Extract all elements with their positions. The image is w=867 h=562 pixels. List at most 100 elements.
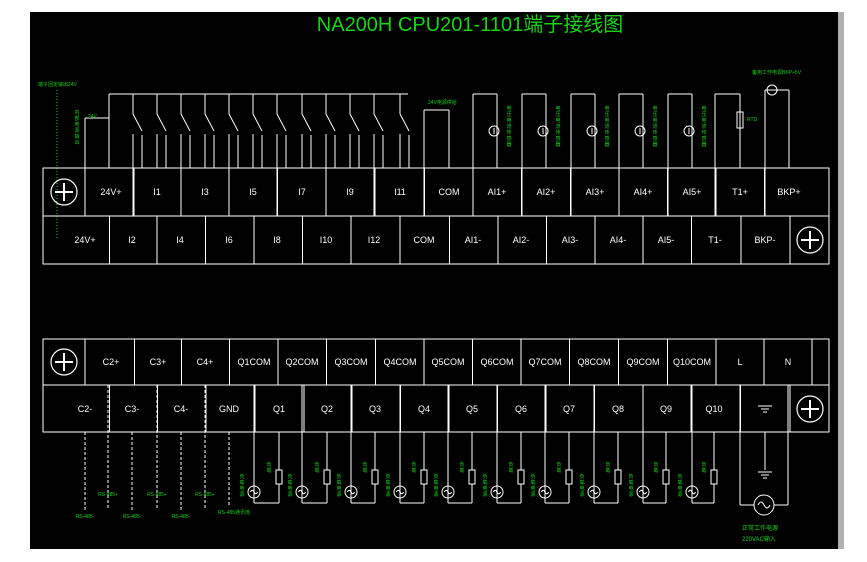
input-switch-contact xyxy=(132,113,143,132)
load-supply-label: 负载电源 xyxy=(336,473,341,498)
load-label: 负载 xyxy=(653,461,658,474)
rtd-label: RTD xyxy=(747,117,758,123)
terminal-supply-label: 端子固定输出24V xyxy=(38,81,78,88)
screw-terminal-icon xyxy=(796,395,824,423)
ac-source-circle xyxy=(393,485,407,499)
main-power-label: 正常工作电源 xyxy=(742,524,778,532)
load-label: 负载 xyxy=(701,461,706,474)
terminal-blocks xyxy=(42,167,830,433)
terminal-label-upper-bottom: AI4- xyxy=(610,235,627,245)
analog-sensor-label: 电压电流传感器 xyxy=(701,105,706,148)
ac-wave xyxy=(687,489,697,495)
screw-circle xyxy=(796,226,824,254)
ac-source-icon xyxy=(441,485,455,499)
terminal-label-upper-top: AI1+ xyxy=(488,187,507,197)
load-label: 负载 xyxy=(508,461,513,474)
input-switch-contact xyxy=(276,113,287,132)
screw-terminal-icon xyxy=(50,348,78,376)
terminal-label-upper-bottom: 24V+ xyxy=(74,235,95,245)
ac-wave xyxy=(589,489,599,495)
terminal-label-lower-top: Q9COM xyxy=(626,357,659,367)
ac-source-icon xyxy=(247,485,261,499)
input-switch-contact xyxy=(180,113,191,132)
input-switch-contact xyxy=(399,113,410,132)
ac-wave xyxy=(638,489,648,495)
load-label: 负载 xyxy=(362,461,367,474)
annotation-layer: 电压电流传感器电压电流传感器电压电流传感器电压电流传感器电压电流传感器RTD端子… xyxy=(38,69,802,543)
terminal-label-lower-bottom: Q5 xyxy=(466,404,478,414)
load-supply-label: 负载电源 xyxy=(287,473,292,498)
ac-source-circle xyxy=(587,485,601,499)
terminal-label-upper-bottom: BKP- xyxy=(754,235,775,245)
terminal-label-upper-bottom: I8 xyxy=(273,235,281,245)
terminal-label-lower-top: Q2COM xyxy=(285,357,318,367)
load-label: 负载 xyxy=(314,461,319,474)
right-side-bar xyxy=(838,12,844,549)
screw-circle xyxy=(50,348,78,376)
terminal-label-upper-top: I5 xyxy=(249,187,257,197)
terminal-label-lower-bottom: Q8 xyxy=(612,404,624,414)
terminal-label-lower-bottom: Q1 xyxy=(273,404,285,414)
terminal-label-lower-top: Q3COM xyxy=(334,357,367,367)
screw-terminal-icon xyxy=(796,226,824,254)
load-supply-label: 负载电源 xyxy=(239,473,244,498)
terminal-label-lower-top: Q7COM xyxy=(528,357,561,367)
main-power-label: 220VAC输入 xyxy=(742,535,776,543)
diagram-title: NA200H CPU201-1101端子接线图 xyxy=(317,13,623,36)
input-switch-contact xyxy=(349,113,360,132)
ground-icon xyxy=(758,471,772,479)
input-switch-contact xyxy=(204,113,215,132)
ac-source-icon xyxy=(393,485,407,499)
ac-source-circle xyxy=(295,485,309,499)
load-label: 负载 xyxy=(605,461,610,474)
terminal-label-lower-bottom: Q7 xyxy=(563,404,575,414)
v24-supply-label: 24V电源供给 xyxy=(428,99,457,106)
ac-source-circle xyxy=(636,485,650,499)
terminal-label-upper-bottom: AI2- xyxy=(513,235,530,245)
terminal-label-upper-top: I3 xyxy=(201,187,209,197)
terminal-label-upper-top: I9 xyxy=(346,187,354,197)
rs485-plus-label: RS-485+ xyxy=(147,492,167,498)
ac-wave xyxy=(492,489,502,495)
ac-source-circle xyxy=(490,485,504,499)
rs485-minus-label: RS-485- xyxy=(123,514,142,520)
terminal-label-upper-bottom: I4 xyxy=(176,235,184,245)
terminal-label-lower-bottom: C4- xyxy=(174,404,189,414)
background xyxy=(30,12,838,549)
ac-source-icon xyxy=(490,485,504,499)
ac-source-icon xyxy=(538,485,552,499)
terminal-label-lower-top: C4+ xyxy=(197,357,214,367)
load-supply-label: 负载电源 xyxy=(433,473,438,498)
sensor-icon xyxy=(537,125,549,137)
ground-icon xyxy=(758,405,772,413)
terminal-label-lower-bottom: GND xyxy=(219,404,240,414)
ac-wave xyxy=(297,489,307,495)
load-supply-label: 负载电源 xyxy=(385,473,390,498)
load-supply-label: 负载电源 xyxy=(579,473,584,498)
terminal-label-upper-top: T1+ xyxy=(732,187,748,197)
sensor-circle xyxy=(488,125,500,137)
input-switch-contact xyxy=(373,113,384,132)
analog-sensor-label: 电压电流传感器 xyxy=(652,105,657,148)
terminal-label-upper-top: I11 xyxy=(394,187,406,197)
terminal-label-upper-top: COM xyxy=(439,187,460,197)
terminal-label-lower-top: L xyxy=(737,357,742,367)
terminal-label-lower-bottom: C2- xyxy=(78,404,93,414)
terminal-label-lower-bottom: Q4 xyxy=(418,404,430,414)
input-switch-contact xyxy=(301,113,312,132)
ac-wave xyxy=(757,501,771,509)
terminal-label-lower-bottom: Q6 xyxy=(515,404,527,414)
terminal-label-lower-top: C3+ xyxy=(150,357,167,367)
load-label: 负载 xyxy=(459,461,464,474)
analog-sensor-label: 电压电流传感器 xyxy=(604,105,609,148)
ac-source-icon xyxy=(636,485,650,499)
rs485-common-label: RS-485通讯地 xyxy=(218,509,250,516)
ac-wave xyxy=(395,489,405,495)
ac-wave xyxy=(540,489,550,495)
sensor-circle xyxy=(537,125,549,137)
terminal-label-upper-bottom: I6 xyxy=(225,235,233,245)
rs485-plus-label: RS-485+ xyxy=(195,492,215,498)
ac-source-icon xyxy=(587,485,601,499)
terminal-label-upper-bottom: AI5- xyxy=(658,235,675,245)
